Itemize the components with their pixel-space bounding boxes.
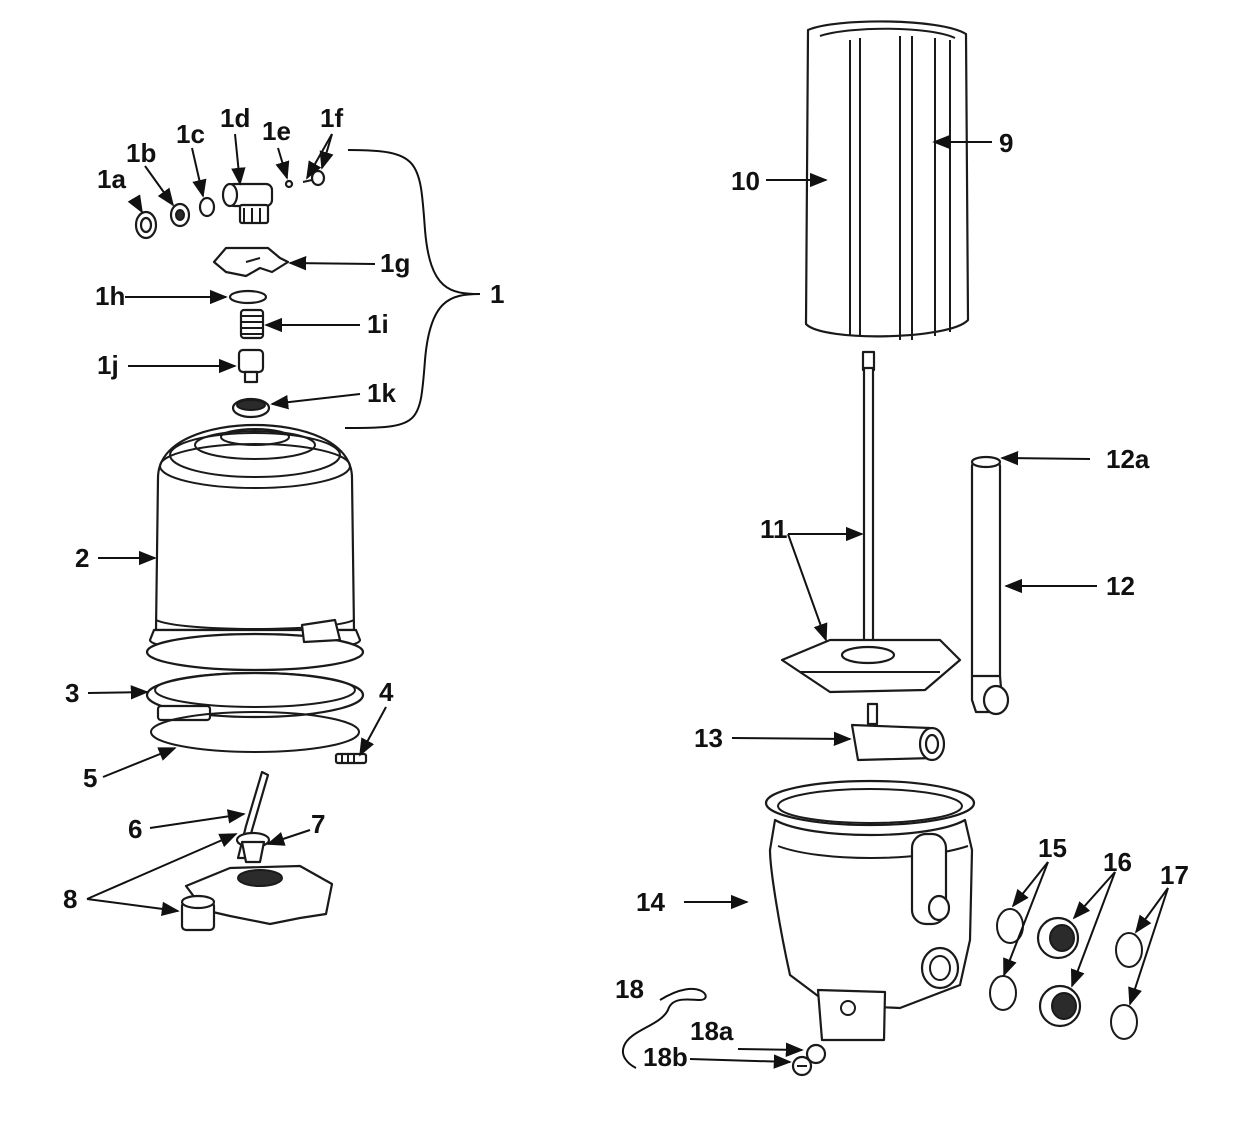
part-1j-fitting bbox=[237, 348, 265, 384]
label-15: 15 bbox=[1038, 833, 1067, 863]
label-1j: 1j bbox=[97, 350, 119, 380]
label-4: 4 bbox=[379, 677, 394, 707]
label-1a: 1a bbox=[97, 164, 126, 194]
label-7: 7 bbox=[311, 809, 325, 839]
label-1g: 1g bbox=[380, 248, 410, 278]
label-1: 1 bbox=[490, 279, 504, 309]
part-1e-ball bbox=[284, 179, 294, 189]
part-13-elbow bbox=[850, 702, 946, 762]
label-18: 18 bbox=[615, 974, 644, 1004]
part-1k-nut bbox=[231, 397, 271, 419]
part-16-unions bbox=[1036, 916, 1082, 1028]
part-3-clamp-ring bbox=[145, 671, 365, 722]
label-12: 12 bbox=[1106, 571, 1135, 601]
part-12-pipe bbox=[970, 455, 1010, 716]
label-18b: 18b bbox=[643, 1042, 688, 1072]
label-1i: 1i bbox=[367, 309, 389, 339]
part-8-manifold bbox=[180, 864, 334, 932]
label-16: 16 bbox=[1103, 847, 1132, 877]
label-1e: 1e bbox=[262, 116, 291, 146]
part-7-valve bbox=[235, 831, 271, 864]
label-18a: 18a bbox=[690, 1016, 734, 1046]
label-2: 2 bbox=[75, 543, 89, 573]
label-13: 13 bbox=[694, 723, 723, 753]
part-1i-spring bbox=[239, 308, 265, 340]
part-2-lid-dome bbox=[145, 423, 365, 672]
part-1h-oring bbox=[228, 289, 268, 305]
label-6: 6 bbox=[128, 814, 142, 844]
label-1c: 1c bbox=[176, 119, 205, 149]
label-1k: 1k bbox=[367, 378, 396, 408]
label-1h: 1h bbox=[95, 281, 125, 311]
leader-lines bbox=[86, 133, 1169, 1069]
part-1d-valve-body bbox=[221, 182, 274, 225]
part-1g-handle bbox=[212, 246, 290, 278]
label-9: 9 bbox=[999, 128, 1013, 158]
label-1b: 1b bbox=[126, 138, 156, 168]
part-1c-washer bbox=[198, 196, 216, 218]
label-11: 11 bbox=[760, 514, 788, 544]
label-5: 5 bbox=[83, 763, 97, 793]
part-11-manifold-tube bbox=[780, 350, 962, 694]
part-1a-ring bbox=[134, 210, 158, 240]
part-1b-knob bbox=[169, 202, 191, 228]
part-4-bolt bbox=[334, 752, 368, 765]
label-17: 17 bbox=[1160, 860, 1189, 890]
part-14-tank bbox=[764, 779, 976, 1042]
label-1f: 1f bbox=[320, 103, 343, 133]
label-12a: 12a bbox=[1106, 444, 1150, 474]
label-8: 8 bbox=[63, 884, 77, 914]
part-17-orings bbox=[1110, 932, 1143, 1040]
label-1d: 1d bbox=[220, 103, 250, 133]
part-5-oring bbox=[150, 711, 360, 753]
part-15-orings bbox=[989, 908, 1024, 1011]
part-1f-screw bbox=[302, 169, 326, 187]
label-10: 10 bbox=[731, 166, 760, 196]
label-3: 3 bbox=[65, 678, 79, 708]
label-14: 14 bbox=[636, 887, 665, 917]
part-9-10-cartridge bbox=[804, 20, 970, 340]
part-18-drain-plug bbox=[791, 1043, 827, 1077]
part-labels: 1a 1b 1c 1d 1e 1f 1g 1h 1i 1j 1k 1 2 3 4… bbox=[63, 103, 1189, 1072]
